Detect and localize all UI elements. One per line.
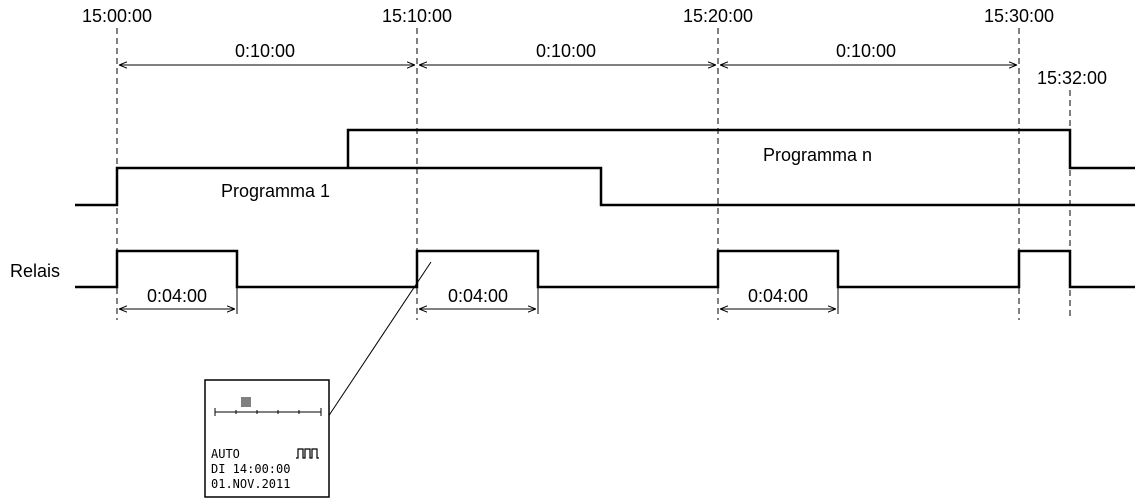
pulse-label-3: 0:04:00 <box>748 286 808 306</box>
lcd-date: 01.NOV.2011 <box>211 477 290 491</box>
pulse-label-1: 0:04:00 <box>147 286 207 306</box>
bar-graph-icon <box>214 397 322 416</box>
program-n-signal <box>346 128 1135 170</box>
time-label-t3: 15:30:00 <box>984 6 1054 26</box>
relay-signal <box>75 249 1135 289</box>
lcd-frame <box>204 379 330 498</box>
pulse-train-icon <box>296 448 319 459</box>
program-1-label: Programma 1 <box>221 181 330 201</box>
program-1-signal <box>75 166 1135 207</box>
interval-label-2: 0:10:00 <box>536 41 596 61</box>
interval-label-3: 0:10:00 <box>836 41 896 61</box>
lcd-day-time: DI 14:00:00 <box>211 462 290 476</box>
interval-label-1: 0:10:00 <box>235 41 295 61</box>
time-label-t4: 15:32:00 <box>1037 68 1107 88</box>
program-n-label: Programma n <box>763 145 872 165</box>
pulse-label-2: 0:04:00 <box>448 286 508 306</box>
time-label-t0: 15:00:00 <box>82 6 152 26</box>
lcd-mode-label: AUTO <box>211 447 240 461</box>
relay-label: Relais <box>10 261 60 281</box>
lcd-display: AUTO DI 14:00:00 01.NOV.2011 <box>204 379 330 498</box>
time-label-t1: 15:10:00 <box>382 6 452 26</box>
time-label-t2: 15:20:00 <box>683 6 753 26</box>
pointer-line <box>310 261 432 444</box>
